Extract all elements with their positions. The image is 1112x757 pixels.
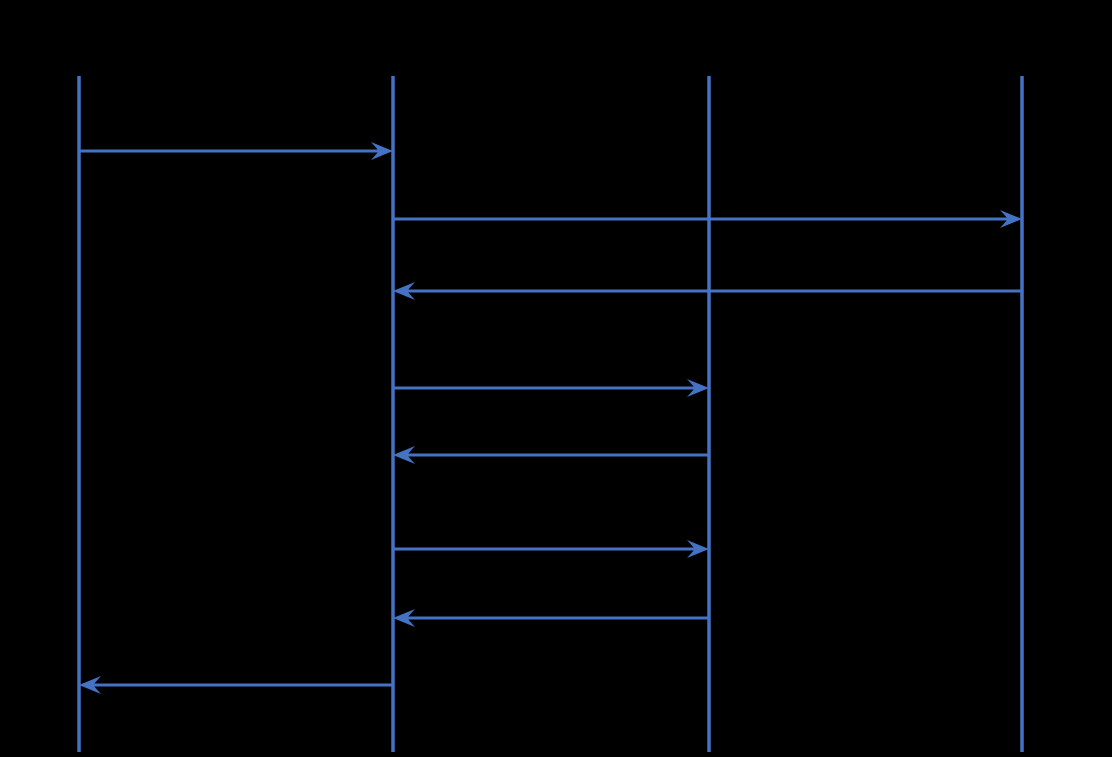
message-arrow (79, 676, 393, 694)
arrowhead-left-icon (393, 609, 415, 627)
message-arrow (393, 540, 709, 558)
arrowhead-left-icon (79, 676, 101, 694)
message-arrow (393, 282, 1022, 300)
arrowhead-right-icon (1000, 210, 1022, 228)
arrowhead-left-icon (393, 282, 415, 300)
message-arrow (393, 446, 709, 464)
arrowhead-left-icon (393, 446, 415, 464)
message-arrow (393, 210, 1022, 228)
message-arrow (393, 379, 709, 397)
arrowhead-right-icon (687, 540, 709, 558)
message-arrow (393, 609, 709, 627)
arrowhead-right-icon (371, 142, 393, 160)
arrowhead-right-icon (687, 379, 709, 397)
message-arrow (79, 142, 393, 160)
